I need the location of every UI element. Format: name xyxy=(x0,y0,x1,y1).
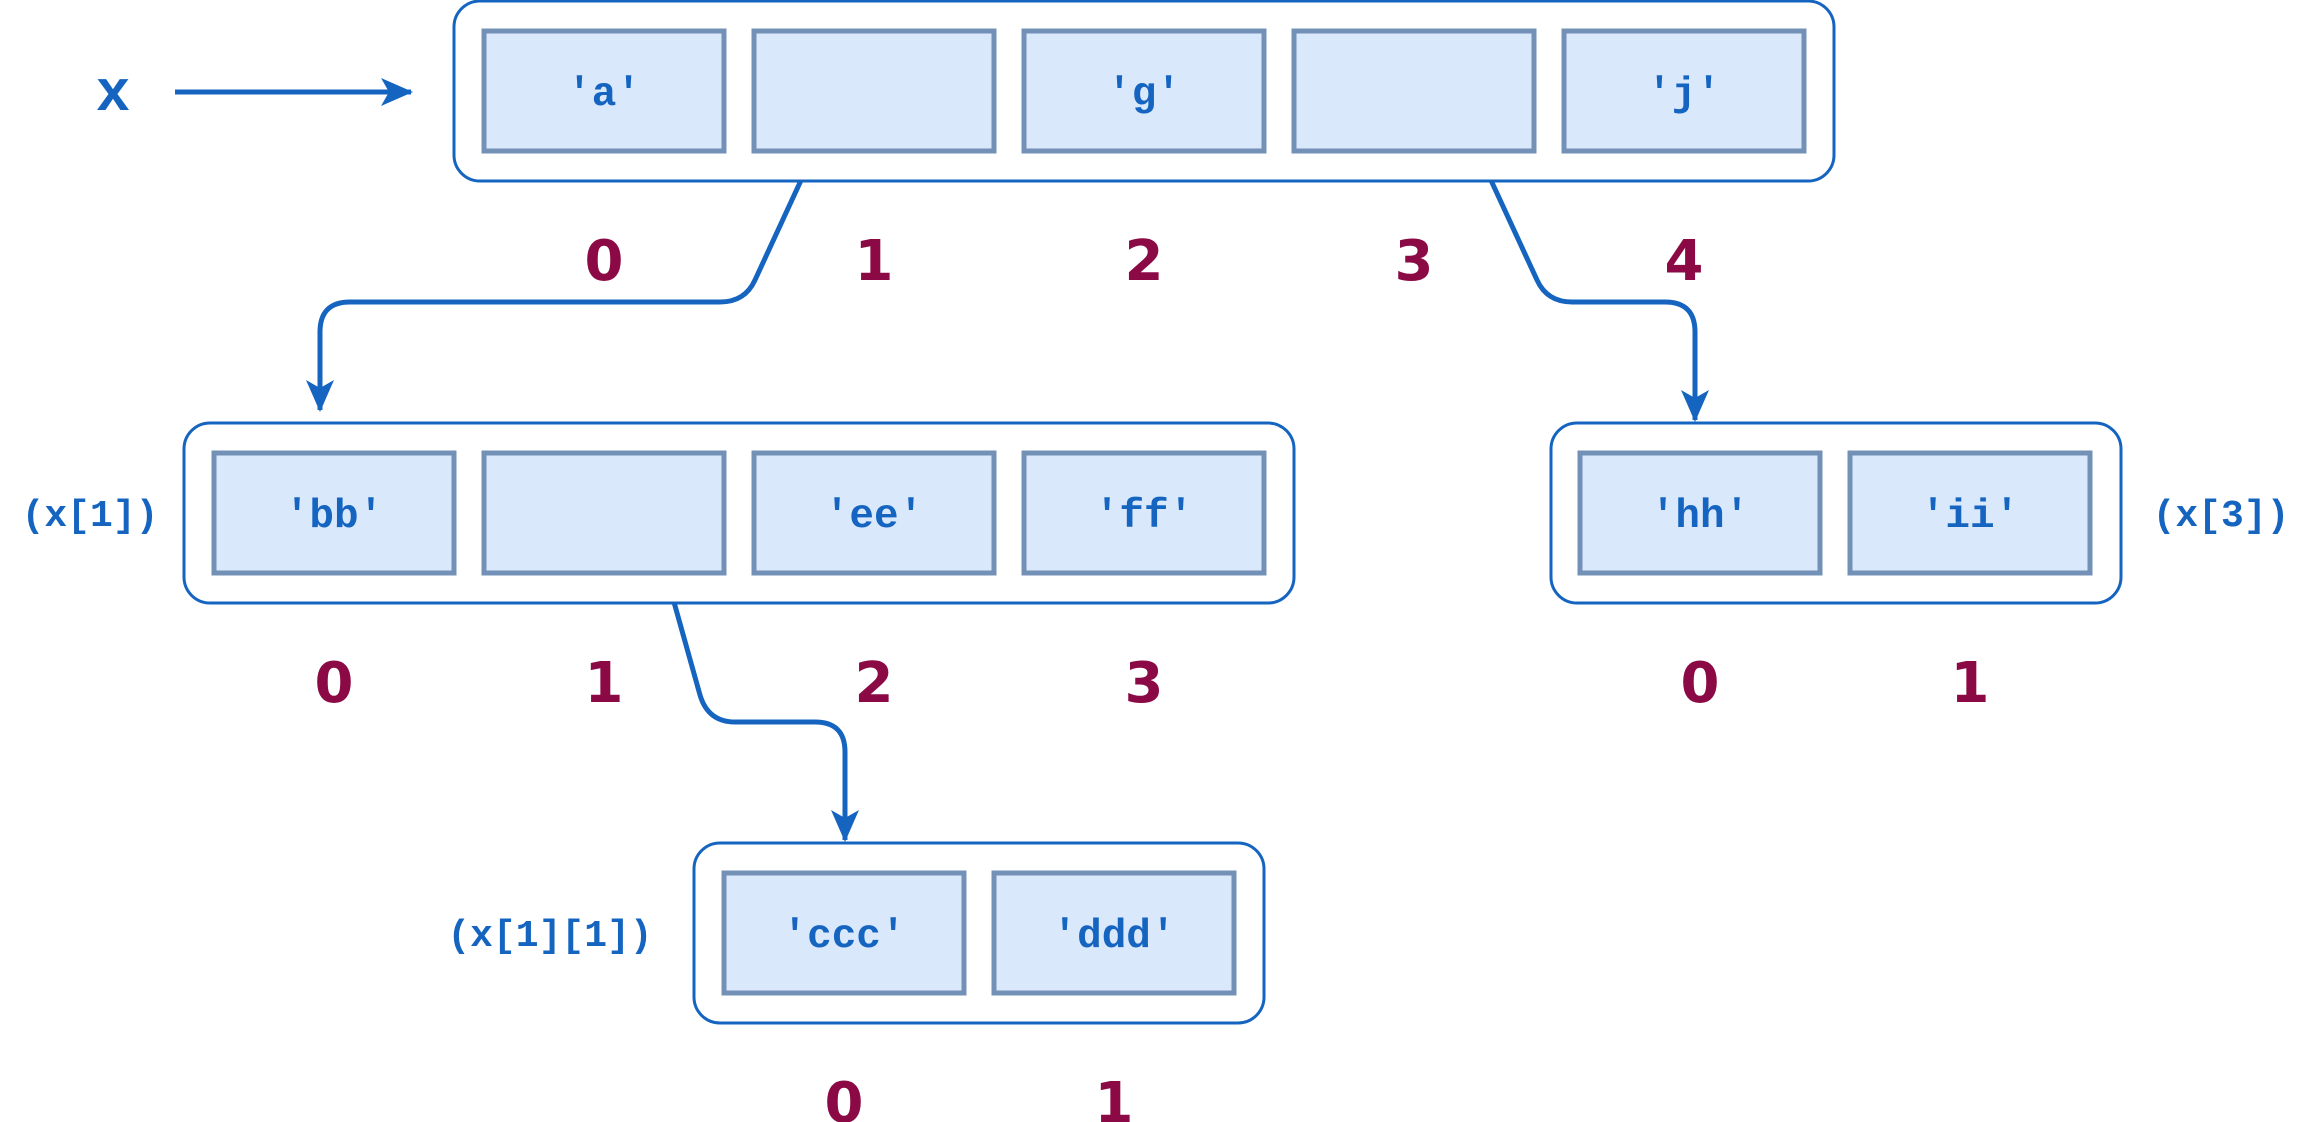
index-label: 0 xyxy=(825,1071,864,1122)
cell-value: 'ee' xyxy=(825,494,923,540)
index-label: 3 xyxy=(1125,651,1164,716)
list-x11: 'ccc' 'ddd' 0 1 (x[1][1]) xyxy=(447,841,1266,1122)
cell-value: 'bb' xyxy=(285,494,383,540)
index-label: 2 xyxy=(1125,229,1164,294)
cell-value: 'ii' xyxy=(1921,494,2019,540)
connector-x3-arrow xyxy=(1474,148,1709,422)
list-cell xyxy=(481,28,727,154)
list-cell xyxy=(751,28,997,154)
index-label: 0 xyxy=(1681,651,1720,716)
list-x3: 'hh' 'ii' 0 1 (x[3]) xyxy=(1549,421,2290,716)
index-label: 1 xyxy=(585,651,624,716)
list-cell xyxy=(751,450,997,576)
list-cell xyxy=(1847,450,2093,576)
cell-value: 'ff' xyxy=(1095,494,1193,540)
cell-value: 'hh' xyxy=(1651,494,1749,540)
list-cell xyxy=(1577,450,1823,576)
list-label: (x[1]) xyxy=(22,495,159,538)
connector-x1-arrow xyxy=(306,148,818,412)
list-root: 'a' 'g' 'j' 0 1 2 3 4 xyxy=(452,0,1836,294)
list-label: (x[1][1]) xyxy=(447,915,652,958)
index-label: 3 xyxy=(1395,229,1434,294)
index-label: 1 xyxy=(1095,1071,1134,1122)
list-label: (x[3]) xyxy=(2153,495,2290,538)
index-label: 4 xyxy=(1665,229,1704,294)
list-cell xyxy=(481,450,727,576)
list-x1: 'bb' 'ee' 'ff' 0 1 2 3 (x[1]) xyxy=(22,421,1296,716)
list-cell xyxy=(1021,450,1267,576)
index-label: 1 xyxy=(1951,651,1990,716)
variable-name: x xyxy=(96,63,131,128)
list-cell xyxy=(1021,28,1267,154)
cell-value: 'ccc' xyxy=(782,914,905,960)
index-label: 0 xyxy=(585,229,624,294)
cell-value: 'a' xyxy=(567,72,641,118)
index-label: 0 xyxy=(315,651,354,716)
connector-x11-arrow xyxy=(662,569,859,842)
list-container-x1 xyxy=(182,421,1296,605)
list-cell xyxy=(1561,28,1807,154)
index-label: 1 xyxy=(855,229,894,294)
list-cell xyxy=(1291,28,1537,154)
cell-value: 'g' xyxy=(1107,72,1181,118)
list-cell xyxy=(721,870,967,996)
cell-value: 'ddd' xyxy=(1052,914,1175,960)
index-label: 2 xyxy=(855,651,894,716)
list-cell xyxy=(211,450,457,576)
list-cell xyxy=(991,870,1237,996)
lists-layer: 'a' 'g' 'j' 0 1 2 3 4 'bb' 'ee' 'ff' 0 1 2 3 (x[1]) 'hh'… xyxy=(22,0,2290,1122)
cell-value: 'j' xyxy=(1647,72,1721,118)
